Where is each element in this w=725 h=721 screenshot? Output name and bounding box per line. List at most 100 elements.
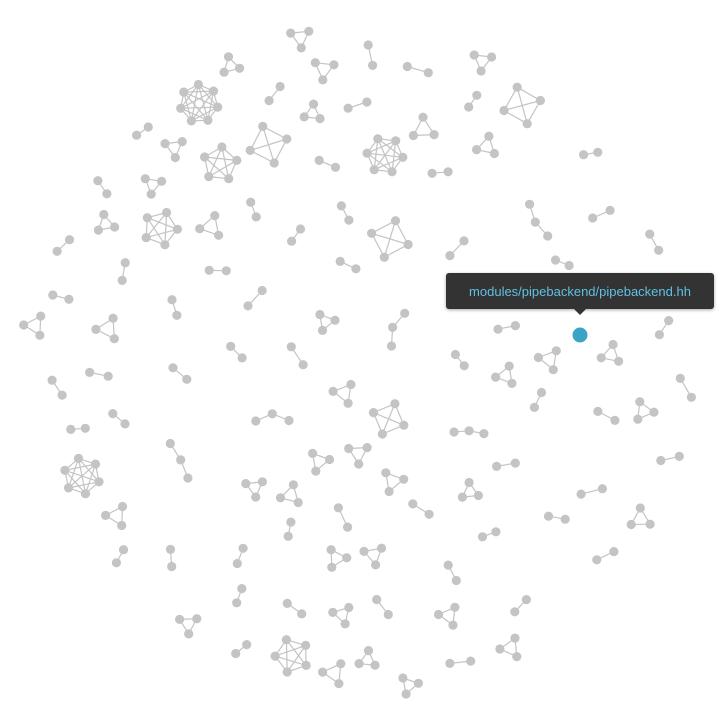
graph-node[interactable] [238, 543, 248, 553]
graph-node[interactable] [308, 448, 318, 458]
graph-node[interactable] [143, 122, 153, 132]
graph-node[interactable] [210, 211, 220, 221]
graph-node[interactable] [343, 398, 353, 408]
graph-node[interactable] [63, 483, 74, 493]
graph-node[interactable] [369, 165, 379, 175]
graph-node[interactable] [296, 43, 306, 53]
graph-node[interactable] [592, 555, 602, 565]
graph-node[interactable] [363, 40, 373, 50]
graph-node[interactable] [376, 543, 387, 553]
graph-node[interactable] [479, 429, 489, 439]
graph-node[interactable] [401, 689, 411, 699]
graph-node[interactable] [314, 155, 324, 165]
graph-node[interactable] [504, 361, 514, 371]
graph-node[interactable] [204, 172, 214, 182]
graph-node[interactable] [609, 547, 619, 557]
graph-node[interactable] [626, 519, 636, 530]
graph-node[interactable] [477, 532, 488, 542]
graph-node[interactable] [363, 646, 374, 656]
graph-node[interactable] [270, 651, 280, 661]
graph-node[interactable] [99, 209, 109, 220]
graph-node[interactable] [162, 207, 172, 218]
graph-node[interactable] [664, 316, 674, 326]
graph-node[interactable] [645, 229, 655, 239]
graph-node[interactable] [530, 217, 540, 227]
graph-node[interactable] [102, 189, 112, 199]
graph-node[interactable] [242, 640, 252, 650]
graph-node[interactable] [257, 477, 267, 487]
graph-node[interactable] [564, 260, 574, 271]
graph-node[interactable] [103, 371, 113, 381]
graph-node[interactable] [674, 451, 684, 461]
graph-node[interactable] [451, 575, 461, 586]
graph-node[interactable] [457, 492, 467, 502]
graph-node[interactable] [390, 399, 400, 409]
graph-node[interactable] [167, 561, 177, 572]
graph-node[interactable] [605, 205, 615, 215]
graph-node[interactable] [343, 103, 353, 113]
graph-node[interactable] [141, 233, 151, 243]
graph-node[interactable] [193, 79, 203, 90]
graph-node[interactable] [221, 266, 231, 276]
graph-node[interactable] [386, 341, 397, 351]
graph-node[interactable] [286, 517, 296, 527]
graph-node[interactable] [408, 499, 418, 509]
graph-node[interactable] [399, 420, 409, 430]
graph-node[interactable] [214, 230, 224, 240]
graph-node[interactable] [232, 155, 242, 165]
graph-node[interactable] [165, 438, 175, 449]
graph-node[interactable] [336, 659, 346, 669]
graph-node[interactable] [445, 658, 455, 669]
graph-node[interactable] [459, 361, 469, 371]
graph-node[interactable] [237, 584, 247, 594]
graph-node[interactable] [301, 640, 311, 651]
graph-node[interactable] [186, 116, 196, 126]
graph-node[interactable] [645, 519, 655, 529]
graph-node[interactable] [132, 130, 142, 140]
graph-node[interactable] [464, 102, 474, 112]
graph-node[interactable] [354, 459, 364, 469]
graph-node[interactable] [111, 558, 121, 568]
graph-node[interactable] [608, 339, 618, 350]
graph-node[interactable] [120, 419, 130, 429]
graph-node[interactable] [398, 673, 408, 683]
graph-node[interactable] [232, 598, 242, 608]
graph-node[interactable] [310, 58, 320, 68]
graph-node[interactable] [192, 614, 202, 624]
graph-node[interactable] [384, 486, 394, 497]
graph-node[interactable] [288, 480, 298, 490]
graph-node-selected[interactable] [572, 327, 588, 343]
graph-node[interactable] [52, 246, 62, 256]
graph-node[interactable] [66, 424, 76, 434]
graph-node[interactable] [635, 397, 645, 407]
graph-node[interactable] [235, 63, 245, 73]
graph-node[interactable] [367, 228, 377, 238]
graph-node[interactable] [36, 311, 46, 321]
graph-node[interactable] [548, 365, 558, 375]
graph-node[interactable] [243, 301, 253, 311]
graph-node[interactable] [543, 511, 554, 521]
graph-node[interactable] [108, 313, 118, 323]
graph-node[interactable] [550, 255, 561, 265]
graph-node[interactable] [293, 497, 303, 508]
graph-node[interactable] [424, 509, 434, 519]
graph-node[interactable] [464, 477, 474, 488]
graph-node[interactable] [101, 510, 111, 520]
graph-node[interactable] [656, 455, 666, 466]
graph-node[interactable] [654, 330, 665, 340]
graph-node[interactable] [489, 148, 499, 159]
graph-node[interactable] [335, 256, 345, 266]
graph-node[interactable] [251, 212, 261, 222]
graph-node[interactable] [535, 95, 546, 106]
graph-node[interactable] [117, 501, 128, 512]
graph-node[interactable] [328, 607, 338, 618]
graph-node[interactable] [381, 468, 391, 478]
graph-node[interactable] [472, 145, 482, 155]
graph-node[interactable] [400, 308, 410, 318]
graph-node[interactable] [576, 489, 586, 499]
graph-node[interactable] [281, 635, 291, 645]
graph-node[interactable] [610, 415, 620, 425]
graph-node[interactable] [413, 678, 423, 688]
graph-node[interactable] [251, 416, 261, 426]
